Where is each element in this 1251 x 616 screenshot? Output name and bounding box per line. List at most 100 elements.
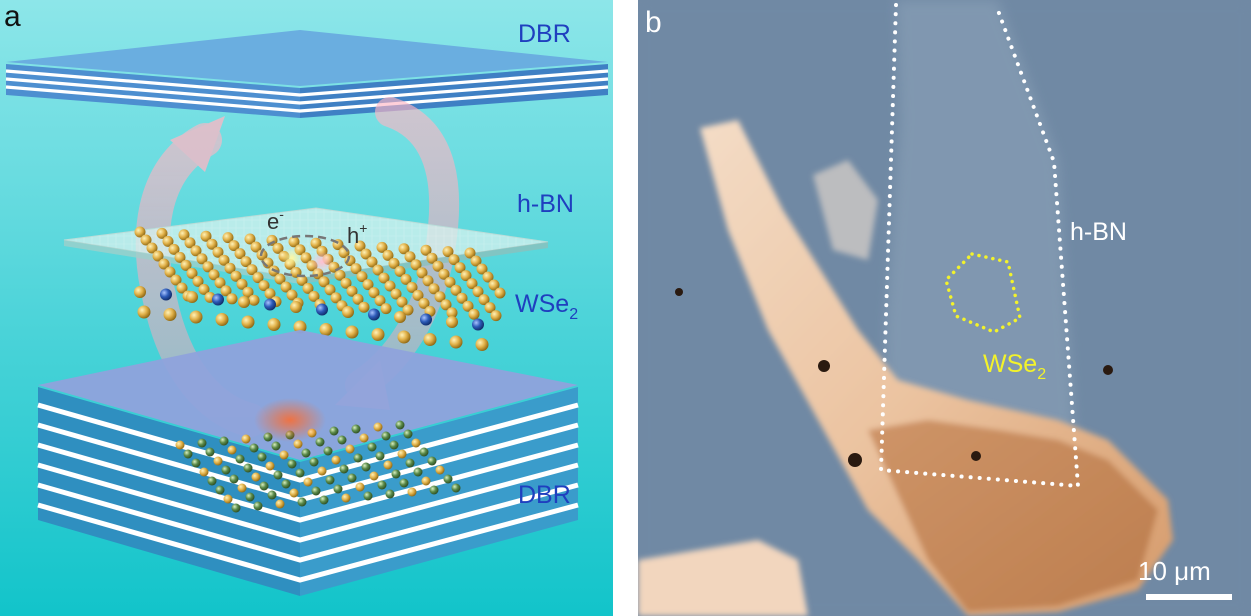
selenium-atom: [345, 325, 359, 339]
selenium-atom: [428, 283, 440, 295]
selenium-atom: [163, 308, 177, 321]
substrate-atom: [395, 420, 405, 430]
selenium-atom: [200, 230, 212, 242]
selenium-atom: [324, 284, 336, 296]
bottom-dbr-mirror: [37, 330, 579, 596]
top-dbr-mirror: [5, 30, 609, 118]
substrate-atom: [389, 440, 399, 450]
substrate-atom: [411, 438, 421, 448]
substrate-atom: [339, 464, 349, 474]
selenium-atom: [470, 255, 482, 267]
selenium-atom: [446, 316, 458, 328]
electron-label: e-: [267, 206, 284, 234]
substrate-atom: [355, 482, 365, 492]
selenium-atom: [318, 276, 330, 288]
selenium-atom: [438, 268, 450, 280]
selenium-atom: [186, 267, 198, 279]
substrate-atom: [259, 481, 269, 491]
thick-flake: [638, 120, 1173, 616]
selenium-atom: [215, 313, 229, 326]
selenium-atom: [449, 335, 463, 349]
selenium-atom: [300, 252, 312, 264]
substrate-atom: [245, 492, 255, 502]
substrate-atom: [297, 497, 307, 507]
substrate-atom: [383, 460, 393, 470]
selenium-atom: [466, 278, 478, 290]
selenium-atom: [180, 259, 192, 271]
substrate-atom: [435, 465, 445, 475]
selenium-atom: [366, 256, 378, 268]
substrate-atom: [399, 478, 409, 488]
substrate-atom: [337, 435, 347, 445]
substrate-atom: [369, 471, 379, 481]
selenium-atom: [454, 262, 466, 274]
selenium-atom: [334, 269, 346, 281]
selenium-atom: [432, 260, 444, 272]
selenium-atom: [372, 264, 384, 276]
substrate-atom: [293, 439, 303, 449]
electron-glow: [282, 248, 302, 268]
selenium-atom: [280, 281, 292, 293]
panel-label-a: a: [4, 0, 21, 33]
selenium-atom: [356, 271, 368, 283]
substrate-atom: [427, 456, 437, 466]
substrate-atom: [347, 473, 357, 483]
substrate-atom: [287, 459, 297, 469]
selenium-atom: [137, 305, 151, 319]
schematic-figure: a DBR h-BN WSe2 DBR e- h+: [0, 0, 613, 616]
selenium-atom: [482, 271, 494, 283]
substrate-atom: [237, 483, 247, 493]
substrate-atom: [325, 475, 335, 485]
substrate-atom: [363, 491, 373, 501]
substrate-atom: [191, 458, 201, 468]
substrate-atom: [315, 437, 325, 447]
selenium-atom: [423, 333, 437, 346]
selenium-atom: [354, 240, 366, 252]
substrate-atom: [183, 449, 193, 459]
substrate-atom: [213, 456, 223, 466]
tungsten-atom: [212, 293, 224, 306]
selenium-atom: [350, 263, 362, 275]
selenium-atom: [240, 256, 252, 268]
selenium-atom: [174, 251, 186, 263]
substrate-atom: [229, 474, 239, 484]
hbn-flake: [884, 0, 1078, 486]
selenium-atom: [376, 241, 388, 253]
selenium-atom: [490, 310, 502, 322]
substrate-atom: [375, 451, 385, 461]
substrate-atom: [251, 472, 261, 482]
selenium-atom: [242, 286, 254, 298]
selenium-atom: [426, 252, 438, 264]
substrate-atom: [381, 431, 391, 441]
selenium-atom: [442, 246, 454, 258]
substrate-atom: [353, 453, 363, 463]
substrate-atom: [207, 476, 217, 486]
selenium-atom: [158, 258, 170, 270]
substrate-atom: [359, 433, 369, 443]
substrate-atom: [301, 448, 311, 458]
substrate-atom: [231, 503, 241, 513]
hbn-outline: [878, 3, 1081, 489]
selenium-atom: [222, 232, 234, 244]
selenium-atom: [310, 237, 322, 249]
selenium-atom: [241, 315, 255, 329]
wse2-label: WSe2: [515, 290, 578, 323]
selenium-atom: [250, 241, 262, 253]
substrate-atom: [267, 490, 277, 500]
selenium-atom: [330, 292, 342, 304]
selenium-atom: [394, 265, 406, 277]
scale-bar-label: 10 μm: [1138, 556, 1211, 586]
selenium-atom: [176, 282, 188, 294]
selenium-atom: [352, 293, 364, 305]
substrate-atom: [419, 447, 429, 457]
exciton-ring: [259, 234, 351, 278]
selenium-atom: [274, 273, 286, 285]
substrate-atom: [323, 446, 333, 456]
selenium-atom: [202, 261, 214, 273]
selenium-atom: [196, 253, 208, 265]
substrate-atom: [243, 463, 253, 473]
substrate-atom: [405, 458, 415, 468]
selenium-atom: [400, 273, 412, 285]
selenium-atom: [258, 280, 270, 292]
selenium-atom: [404, 251, 416, 263]
